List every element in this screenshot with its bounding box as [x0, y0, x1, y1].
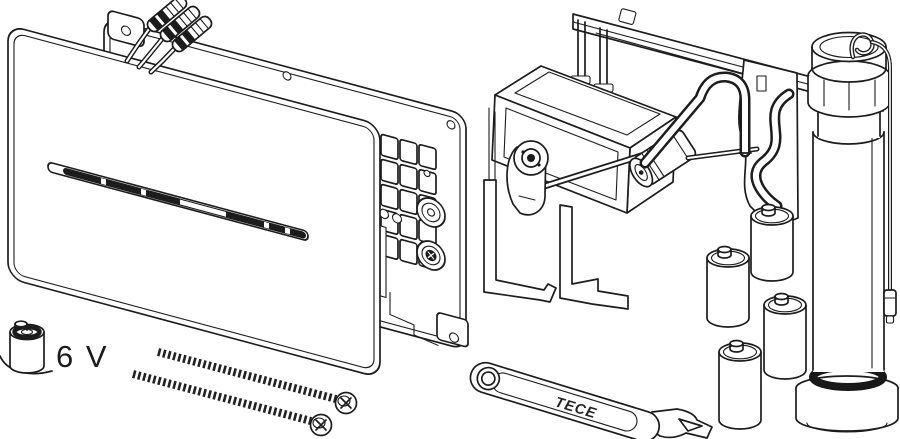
bent-rod — [639, 71, 760, 169]
battery — [763, 292, 807, 380]
battery — [706, 245, 750, 328]
flush-plate-icon — [7, 27, 381, 375]
batteries-icon — [706, 203, 807, 430]
pipe-cap — [807, 31, 891, 138]
battery-symbol-icon — [0, 320, 53, 375]
flush-pipe-icon — [795, 31, 899, 433]
sensor-strip — [47, 162, 309, 241]
battery — [718, 339, 762, 430]
battery — [750, 203, 794, 282]
plug-connector — [146, 0, 188, 33]
service-wrench-icon: TECE — [469, 361, 713, 439]
fixing-screw — [131, 370, 333, 437]
frame-bushing-lower — [416, 240, 446, 271]
valve-unit-icon — [483, 8, 884, 310]
plate-cables — [124, 26, 177, 75]
plug-connector — [171, 15, 213, 53]
plug-connector — [159, 5, 201, 43]
pivot-lever — [506, 140, 549, 216]
pipe-cable — [849, 32, 897, 324]
battery-voltage-label: 6 V — [56, 339, 109, 374]
cable-connectors-icon — [124, 0, 213, 75]
fixing-screw — [156, 348, 358, 415]
fixing-screws-icon — [131, 348, 358, 437]
wall-bracket — [738, 59, 799, 229]
fixing-straps — [483, 179, 629, 310]
frame-bushing-upper — [416, 197, 446, 228]
